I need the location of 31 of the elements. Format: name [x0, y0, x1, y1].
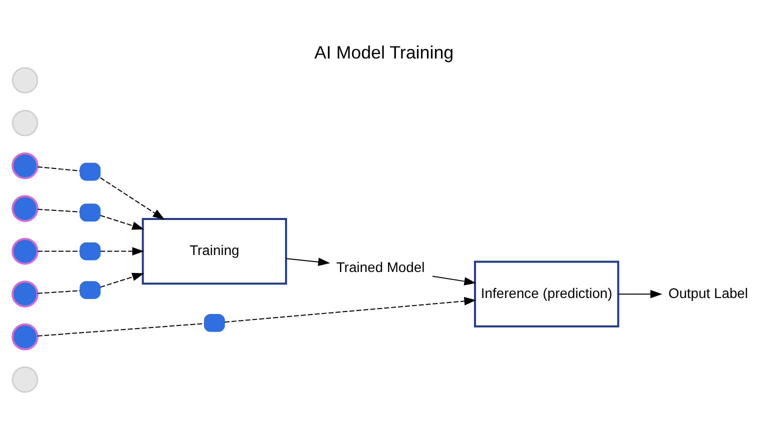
arrow — [100, 272, 144, 288]
arrow — [432, 276, 476, 286]
node-person — [12, 110, 38, 136]
node-box — [80, 281, 101, 300]
arrow — [100, 214, 144, 230]
node-box — [80, 162, 101, 181]
node-text: Trained Model — [336, 258, 425, 275]
node-person — [12, 67, 38, 94]
node-box: Inference (prediction) — [474, 260, 620, 328]
node-person — [12, 323, 38, 350]
arrow — [618, 290, 662, 298]
node-box — [204, 314, 225, 332]
node-person — [12, 238, 38, 265]
arrow — [100, 247, 144, 256]
arrow — [286, 258, 330, 266]
node-person — [12, 280, 38, 308]
node-person — [12, 195, 38, 222]
node-text: Output Label — [668, 284, 748, 301]
connector — [37, 166, 81, 172]
node-box: Training — [142, 218, 288, 285]
diagram-title: AI Model Training — [314, 42, 454, 62]
connector — [37, 208, 81, 212]
arrow — [100, 177, 165, 220]
node-person — [12, 366, 38, 393]
node-box — [80, 204, 101, 222]
connector — [36, 323, 205, 336]
node-person — [12, 152, 38, 180]
node-box — [80, 242, 101, 260]
connector — [37, 290, 81, 294]
arrow — [224, 297, 476, 323]
connector — [37, 250, 81, 252]
